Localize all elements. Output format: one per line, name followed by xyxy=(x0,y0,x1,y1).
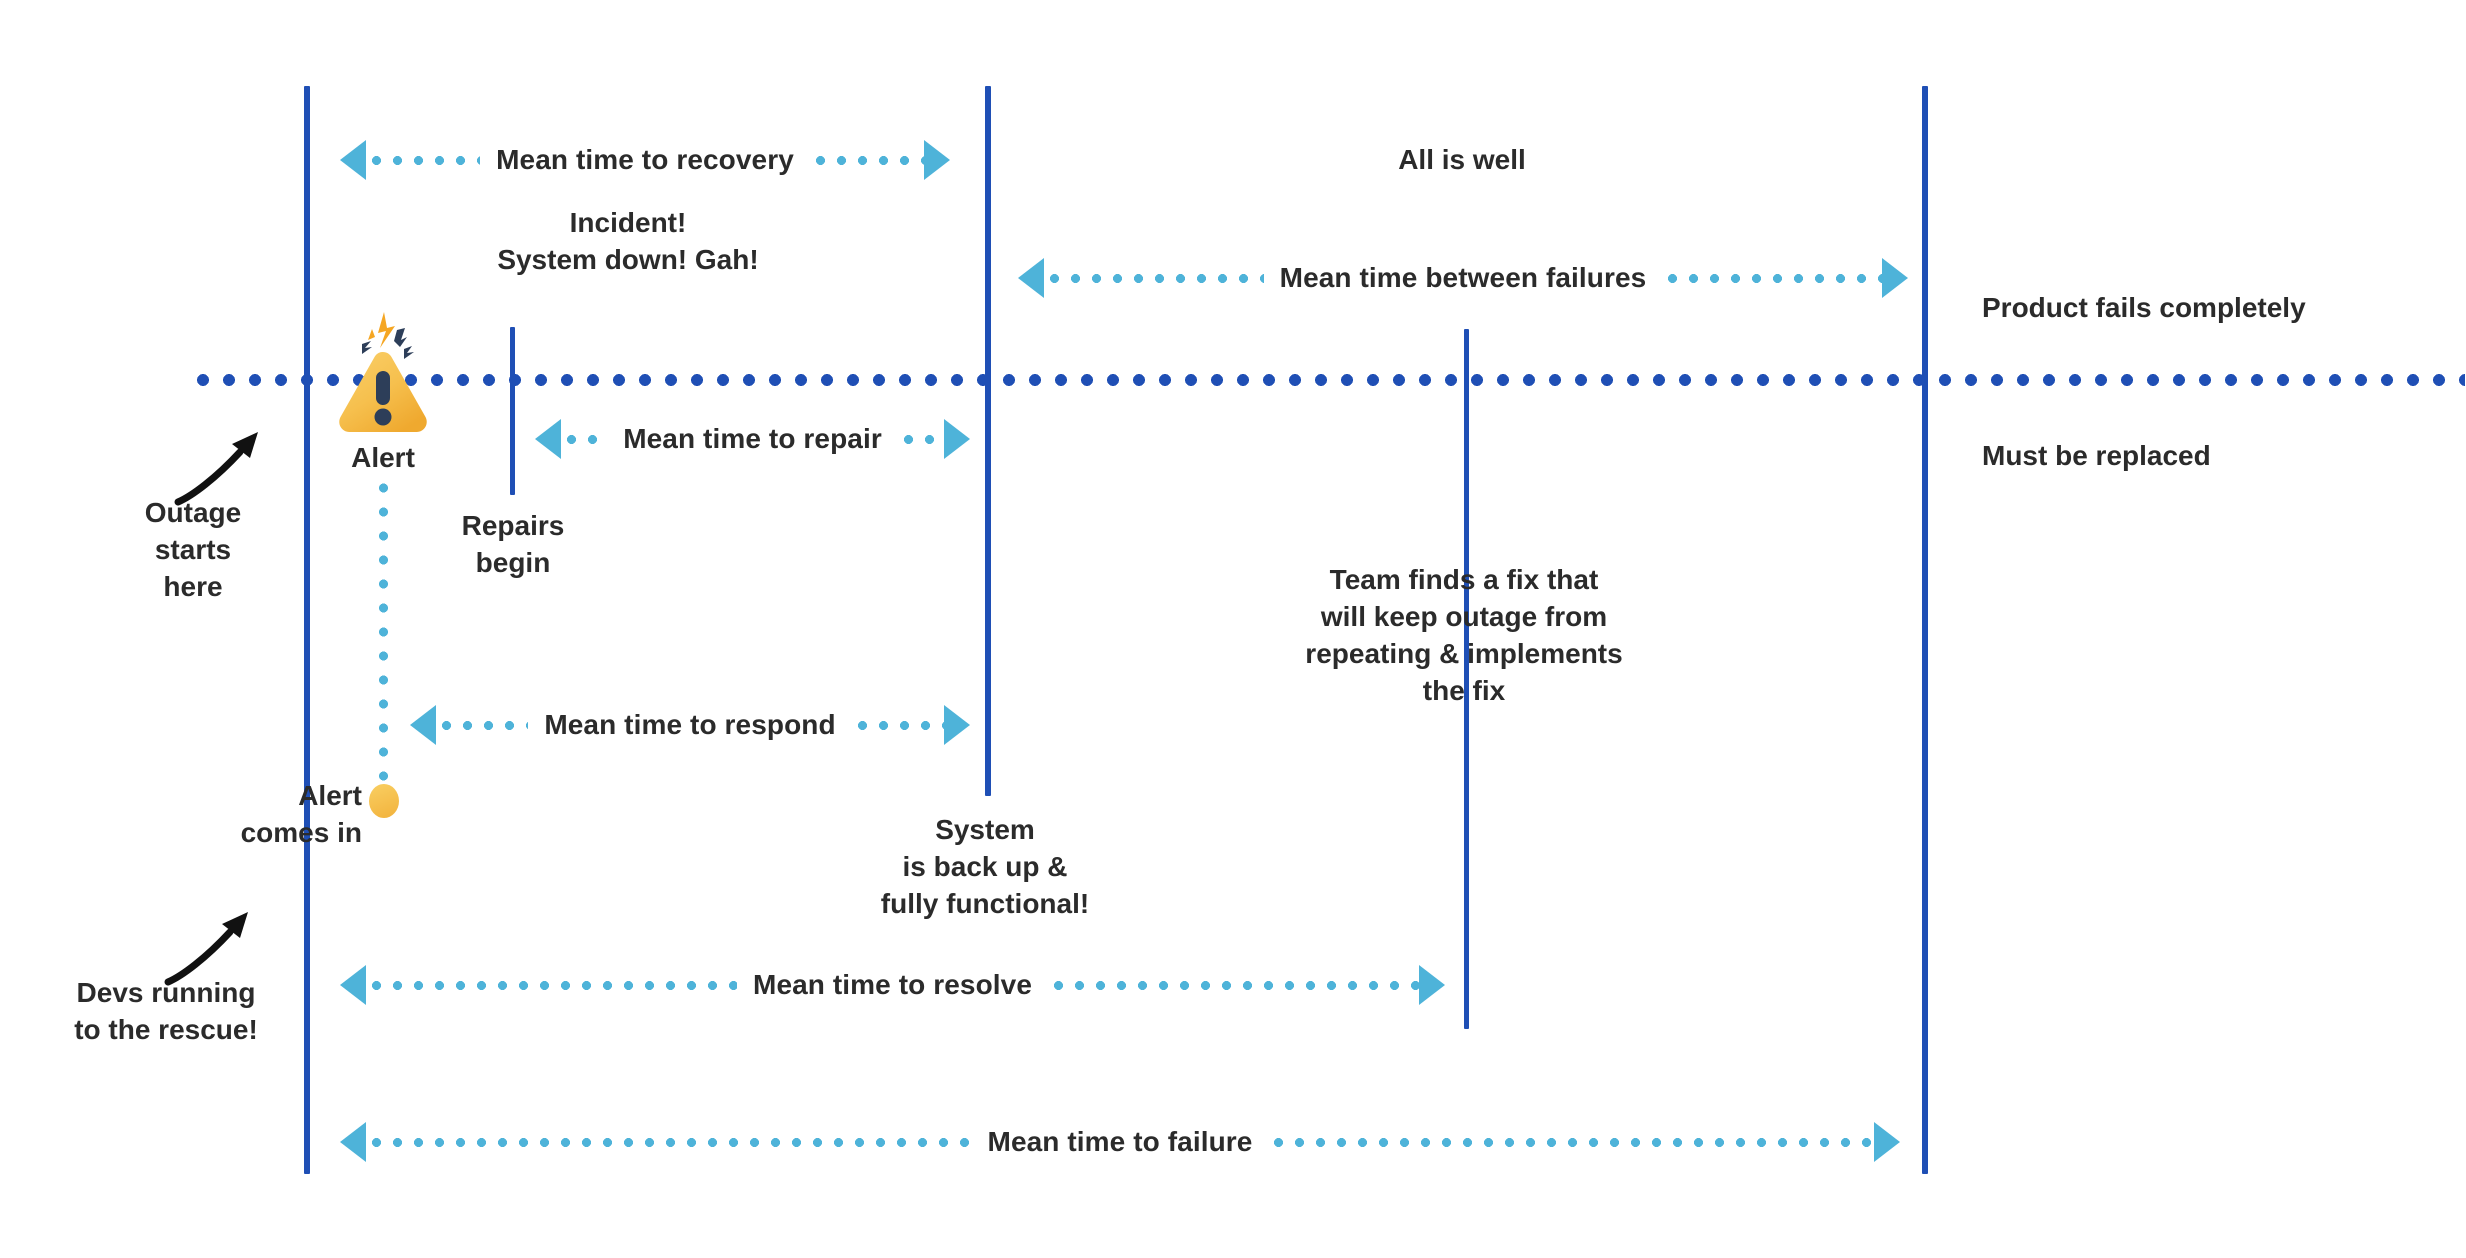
measure-mean-time-to-recovery: Mean time to recovery xyxy=(340,140,950,180)
caption-all-is-well: All is well xyxy=(1398,144,1526,175)
milestone-line-system-back-up xyxy=(985,86,991,796)
main-timeline-dots xyxy=(190,374,2465,386)
measure-label: Mean time between failures xyxy=(1279,262,1647,293)
arrow-right-icon xyxy=(1874,1122,1900,1162)
measure-label: Mean time to resolve xyxy=(753,969,1032,1000)
measure-mean-time-to-resolve: Mean time to resolve xyxy=(340,965,1446,1005)
dotted-segment xyxy=(1268,1137,1874,1147)
arrow-right-icon xyxy=(1882,258,1908,298)
dotted-segment xyxy=(366,155,481,165)
dotted-segment xyxy=(851,720,944,730)
caption-alert: Alert xyxy=(351,442,415,473)
dotted-segment xyxy=(436,720,529,730)
alert-triangle-icon xyxy=(337,300,429,440)
caption-must-be-replaced: Must be replaced xyxy=(1982,440,2211,471)
dotted-segment xyxy=(1048,980,1420,990)
dotted-segment xyxy=(1044,273,1264,283)
arrow-right-icon xyxy=(1419,965,1446,1005)
curved-arrow-outage-icon xyxy=(170,420,280,510)
arrow-left-icon xyxy=(340,965,366,1005)
milestone-line-repairs-begin xyxy=(510,327,515,495)
caption-devs-running: Devs running to the rescue! xyxy=(74,977,258,1045)
alert-connector-dots xyxy=(379,476,388,786)
measure-mean-time-between-failures: Mean time between failures xyxy=(1018,258,1908,298)
measure-mean-time-to-repair: Mean time to repair xyxy=(535,419,971,459)
arrow-right-icon xyxy=(944,419,971,459)
curved-arrow-devs-icon xyxy=(160,900,270,990)
arrow-left-icon xyxy=(535,419,561,459)
caption-incident: Incident! System down! Gah! xyxy=(497,207,759,275)
caption-outage-starts-here: Outage starts here xyxy=(144,497,242,602)
arrow-left-icon xyxy=(410,705,436,745)
dotted-segment xyxy=(366,980,738,990)
measure-mean-time-to-failure: Mean time to failure xyxy=(340,1122,1900,1162)
caption-repairs-begin: Repairs begin xyxy=(461,510,565,578)
arrow-left-icon xyxy=(340,1122,366,1162)
measure-label: Mean time to failure xyxy=(987,1126,1253,1157)
caption-alert-comes-in: Alert comes in xyxy=(240,780,362,848)
measure-label: Mean time to recovery xyxy=(496,144,794,175)
alert-dot-icon xyxy=(369,784,399,818)
arrow-right-icon xyxy=(944,705,970,745)
dotted-segment xyxy=(1662,273,1882,283)
milestone-line-outage-start xyxy=(304,86,310,1174)
dotted-segment xyxy=(366,1137,972,1147)
arrow-right-icon xyxy=(924,140,950,180)
measure-label: Mean time to repair xyxy=(623,423,882,454)
milestone-line-fix-implemented xyxy=(1464,329,1469,1029)
caption-system-back-up: System is back up & fully functional! xyxy=(880,814,1090,919)
arrow-left-icon xyxy=(340,140,366,180)
arrow-left-icon xyxy=(1018,258,1044,298)
measure-label: Mean time to respond xyxy=(544,709,836,740)
caption-team-finds-fix: Team finds a fix that will keep outage f… xyxy=(1305,564,1623,706)
caption-product-fails-completely: Product fails completely xyxy=(1982,292,2306,323)
milestone-line-product-fails xyxy=(1922,86,1928,1174)
dotted-segment xyxy=(561,434,608,444)
dotted-segment xyxy=(809,155,924,165)
measure-mean-time-to-respond: Mean time to respond xyxy=(410,705,970,745)
dotted-segment xyxy=(897,434,945,444)
